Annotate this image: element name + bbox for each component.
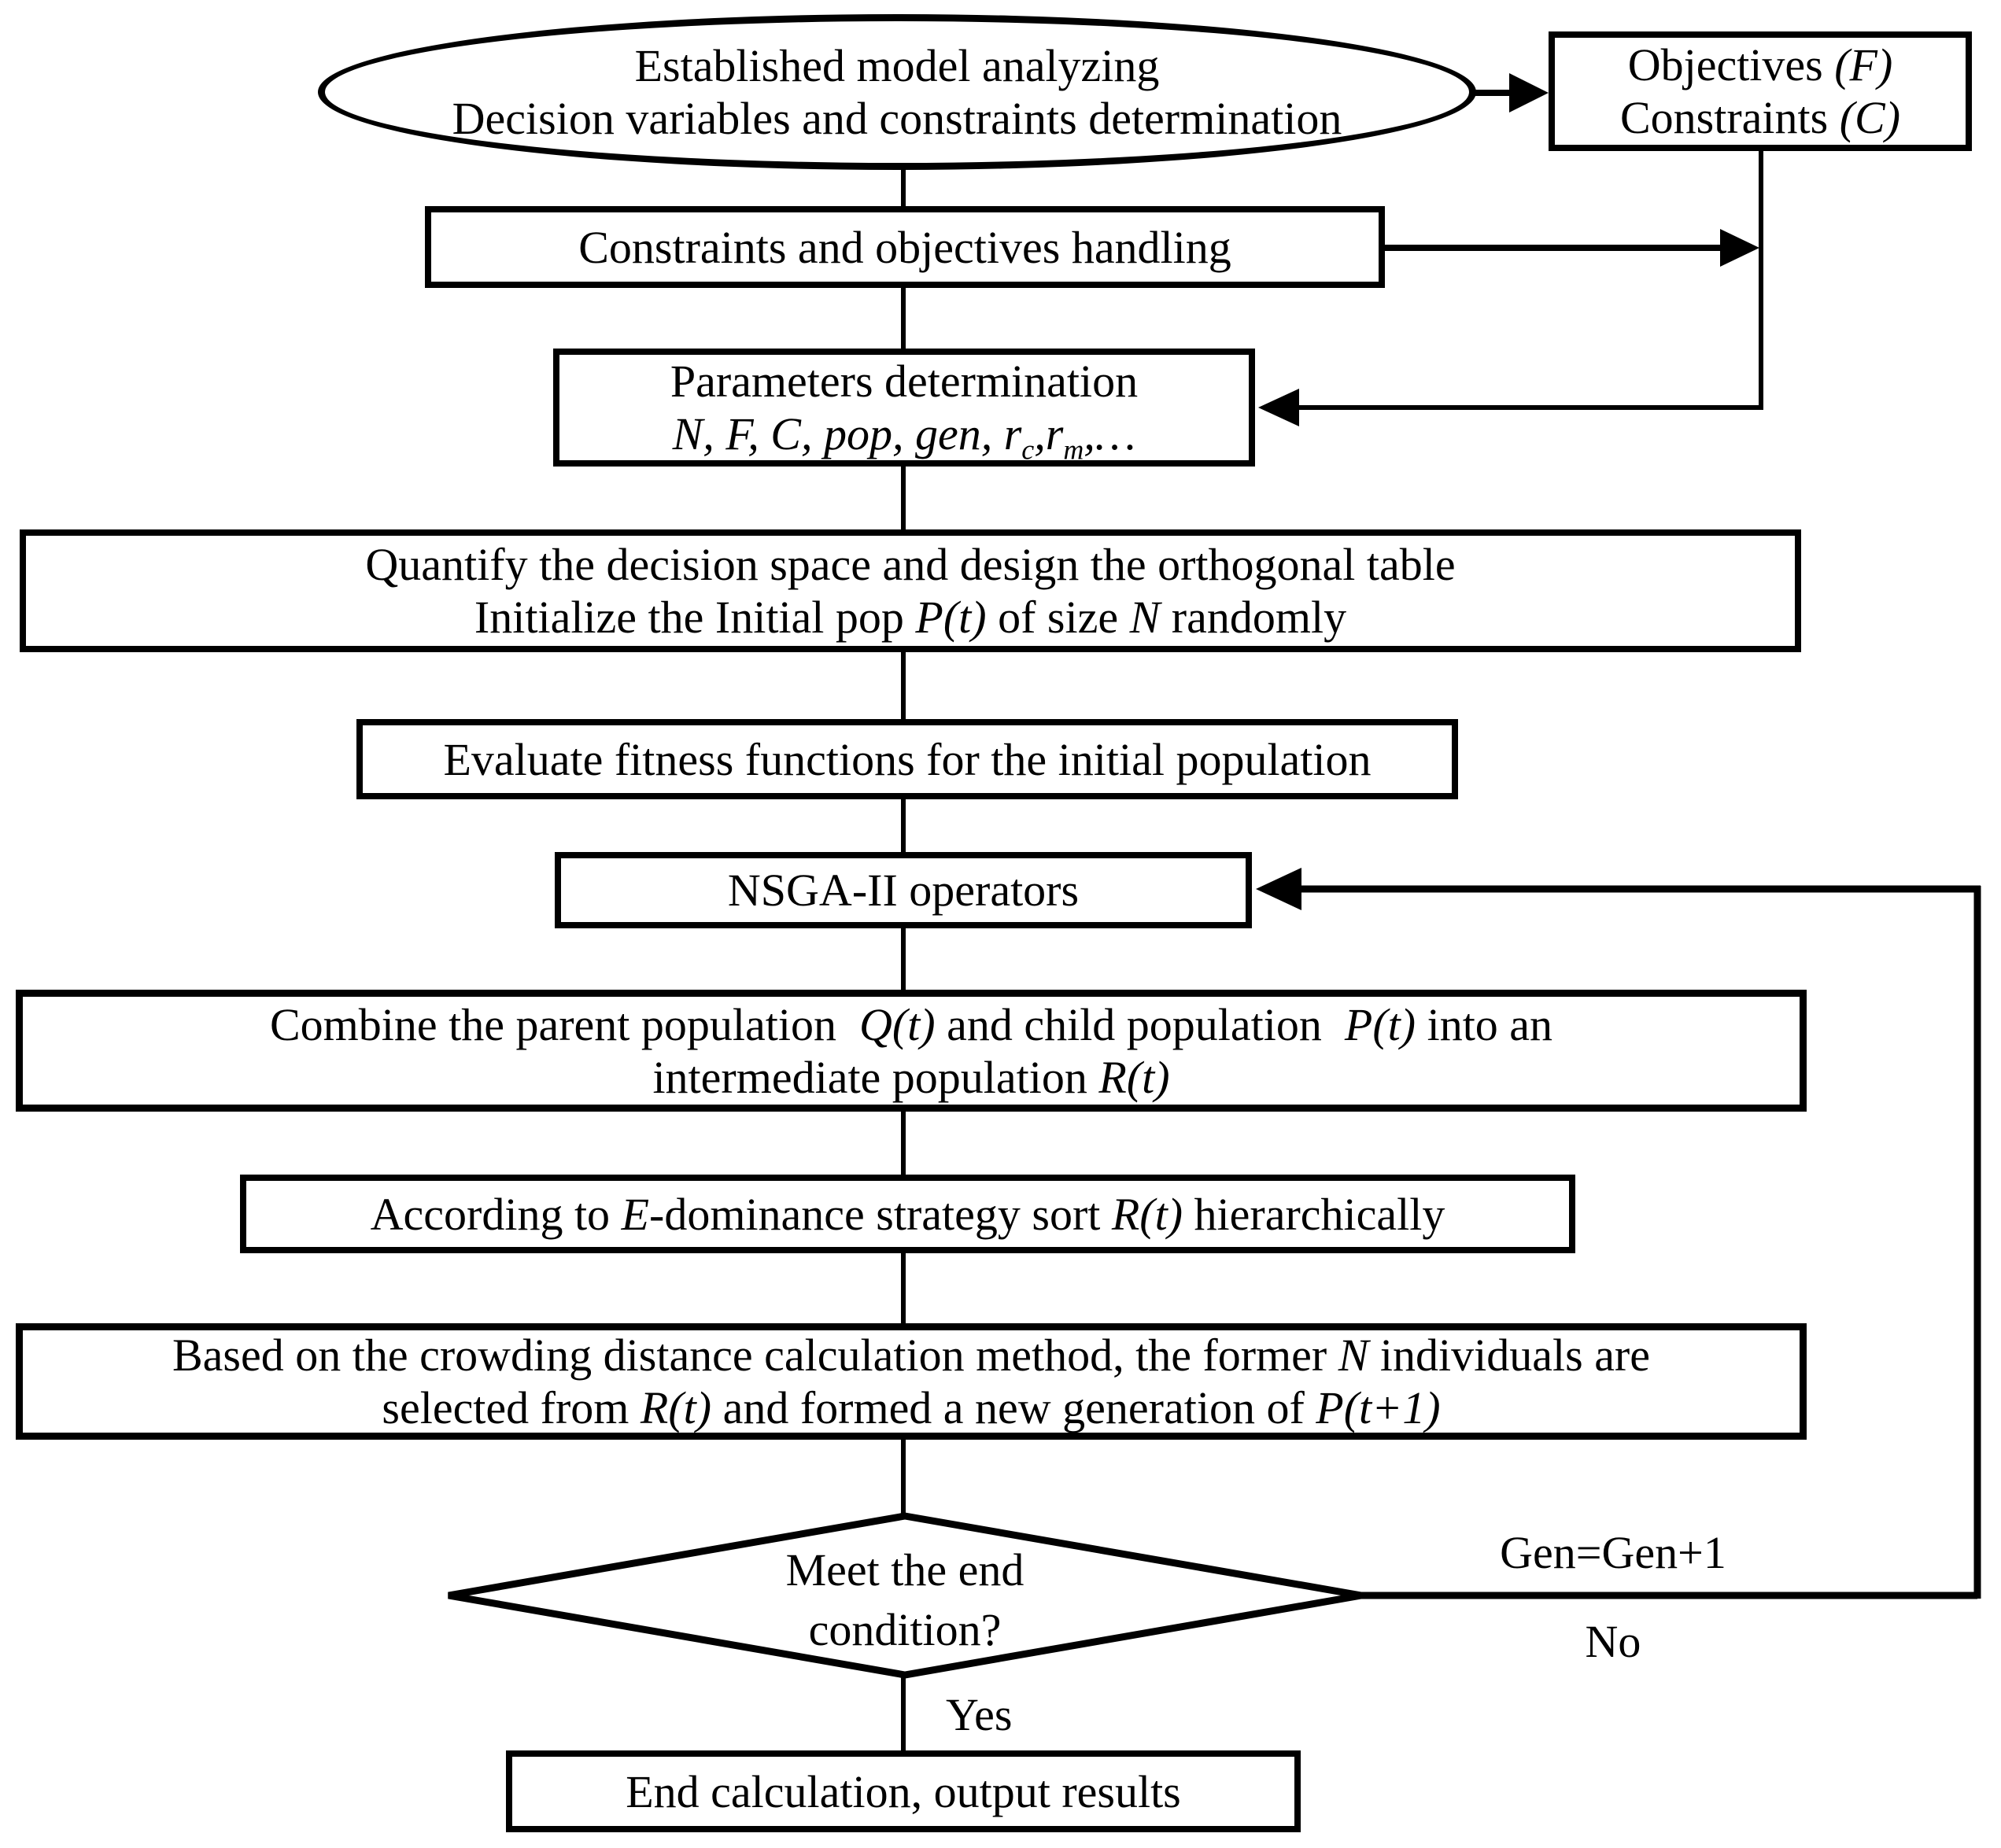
node-start: Established model analyzing Decision var… <box>318 14 1476 170</box>
node-constraints-handling: Constraints and objectives handling <box>425 206 1385 288</box>
node-evaluate: Evaluate fitness functions for the initi… <box>356 719 1458 799</box>
node-parameters-line2: N, F, C, pop, gen, rc,rm,… <box>672 408 1136 466</box>
node-parameters-line1: Parameters determination <box>670 356 1139 407</box>
node-end-line1: End calculation, output results <box>626 1765 1181 1817</box>
node-quantify: Quantify the decision space and design t… <box>20 529 1801 652</box>
node-crowding: Based on the crowding distance calculati… <box>16 1323 1807 1440</box>
node-parameters: Parameters determination N, F, C, pop, g… <box>553 349 1255 467</box>
arrowhead-into-objectives-line <box>1720 229 1759 267</box>
arrowhead-into-objectives <box>1509 73 1549 113</box>
edge-label-no: No <box>1585 1616 1641 1667</box>
node-nsga-operators: NSGA-II operators <box>555 852 1252 928</box>
node-nsga-operators-line1: NSGA-II operators <box>727 865 1080 916</box>
edge-label-yes: Yes <box>946 1689 1013 1740</box>
decision-diamond-shape <box>448 1512 1362 1679</box>
edge-label-gen-increment: Gen=Gen+1 <box>1500 1527 1726 1578</box>
node-quantify-line1: Quantify the decision space and design t… <box>365 539 1456 590</box>
node-decision-line1: Meet the end <box>785 1544 1024 1595</box>
node-quantify-line2: Initialize the Initial pop P(t) of size … <box>474 592 1347 643</box>
node-decision-text: Meet the end condition? <box>669 1540 1141 1660</box>
node-objectives: Objectives (F) Constraints (C) <box>1549 31 1972 151</box>
node-edominance: According to E-dominance strategy sort R… <box>240 1175 1575 1253</box>
node-crowding-line1: Based on the crowding distance calculati… <box>172 1330 1650 1381</box>
node-combine: Combine the parent population Q(t) and c… <box>16 990 1807 1112</box>
node-objectives-line1: Objectives (F) <box>1627 39 1893 90</box>
node-combine-line2: intermediate population R(t) <box>652 1051 1170 1103</box>
node-crowding-line2: selected from R(t) and formed a new gene… <box>382 1382 1441 1433</box>
node-edominance-line1: According to E-dominance strategy sort R… <box>370 1188 1445 1240</box>
node-start-line2: Decision variables and constraints deter… <box>452 93 1342 144</box>
node-evaluate-line1: Evaluate fitness functions for the initi… <box>443 733 1372 785</box>
node-decision-line2: condition? <box>808 1604 1002 1655</box>
arrowhead-into-parameters <box>1258 389 1299 426</box>
node-constraints-handling-line1: Constraints and objectives handling <box>578 221 1231 273</box>
arrowhead-into-nsga <box>1256 868 1301 910</box>
node-combine-line1: Combine the parent population Q(t) and c… <box>269 998 1553 1050</box>
node-end: End calculation, output results <box>506 1750 1301 1832</box>
node-objectives-line2: Constraints (C) <box>1619 92 1901 143</box>
node-start-line1: Established model analyzing <box>634 40 1160 91</box>
